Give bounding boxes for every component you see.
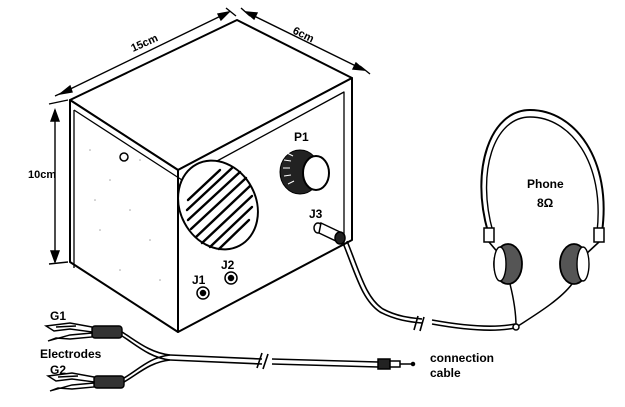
label-j1: J1 xyxy=(192,273,206,287)
phone-impedance: 8Ω xyxy=(537,196,554,210)
width-dimension-label: 15cm xyxy=(129,32,160,54)
box-front-face xyxy=(177,77,353,333)
label-g2: G2 xyxy=(50,363,66,377)
alligator-clip-g1 xyxy=(43,322,123,342)
cable-label-line2: cable xyxy=(430,366,461,380)
potentiometer-knob xyxy=(279,149,330,195)
screw-icon xyxy=(119,152,129,162)
connection-cable xyxy=(121,331,379,383)
label-j2: J2 xyxy=(221,258,235,272)
jack-j3 xyxy=(313,221,346,245)
label-p1: P1 xyxy=(294,130,309,144)
dimension-height-line xyxy=(48,99,69,265)
speaker-grille xyxy=(177,159,259,251)
headphones-icon xyxy=(480,108,605,331)
phone-cable xyxy=(342,240,516,331)
left-face-shading xyxy=(89,149,161,281)
electrodes-label: Electrodes xyxy=(40,347,102,361)
alligator-clip-g2 xyxy=(45,372,125,392)
phone-title: Phone xyxy=(527,177,564,191)
label-j3: J3 xyxy=(309,207,323,221)
connection-plug xyxy=(377,358,416,370)
depth-dimension-label: 6cm xyxy=(291,25,316,46)
box-lid-rim xyxy=(73,91,345,246)
enclosure-box xyxy=(69,19,353,333)
jack-j1 xyxy=(196,286,210,300)
label-g1: G1 xyxy=(50,309,66,323)
jack-j2 xyxy=(224,271,238,285)
dimension-depth-line xyxy=(240,7,371,75)
cable-break-mark xyxy=(413,315,425,332)
connection-break-mark xyxy=(256,352,269,370)
dimension-width-line xyxy=(54,7,237,97)
height-dimension-label: 10cm xyxy=(28,169,56,181)
cable-label-line1: connection xyxy=(430,351,494,365)
